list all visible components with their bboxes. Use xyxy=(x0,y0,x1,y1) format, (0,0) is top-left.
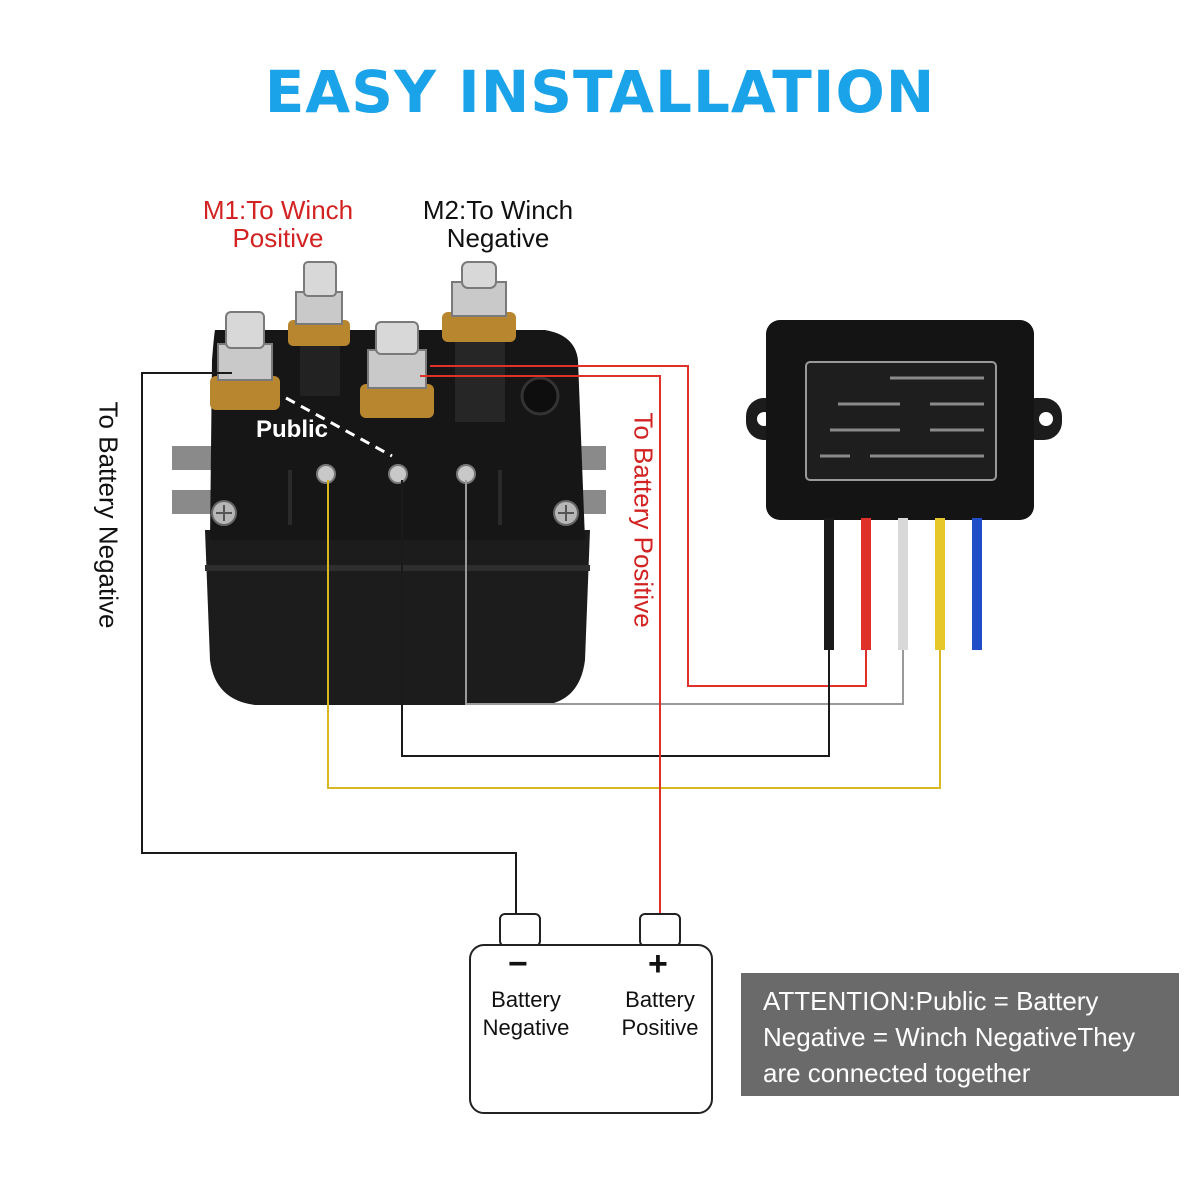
receiver-label-plate xyxy=(805,361,997,481)
terminal-public-icon xyxy=(210,311,280,410)
m2-label-line1: M2:To Winch xyxy=(422,195,574,225)
attention-line2: Negative = Winch NegativeThey xyxy=(763,1022,1136,1052)
cap-ridges xyxy=(288,470,502,525)
housing-rim xyxy=(205,565,590,571)
wire-red-receiver-to-solenoid xyxy=(430,365,867,687)
battery-minus-sign: − xyxy=(508,945,528,983)
m1-label: M1:To Winch Positive xyxy=(178,196,378,252)
coil-terminal-2-icon xyxy=(388,464,408,484)
receiver-label-lines xyxy=(820,376,984,458)
to-battery-negative-label: To Battery Negative xyxy=(93,401,124,629)
receiver-leads xyxy=(824,518,982,650)
attention-line3: are connected together xyxy=(763,1058,1031,1088)
wire-yellow-receiver-to-terminal xyxy=(327,480,941,789)
battery-terminal-positive xyxy=(639,913,681,947)
attention-note: ATTENTION:Public = Battery Negative = Wi… xyxy=(741,973,1179,1096)
plug-cap xyxy=(520,376,560,416)
page-title: EASY INSTALLATION xyxy=(264,58,936,126)
wire-to-battery-negative xyxy=(141,372,517,916)
battery-positive-line2: Positive xyxy=(621,1015,699,1040)
battery xyxy=(469,913,713,1114)
m2-label-line2: Negative xyxy=(446,223,550,253)
wireless-receiver xyxy=(746,320,1062,520)
bracket-left-bottom xyxy=(172,490,212,514)
m1-label-line1: M1:To Winch xyxy=(202,195,354,225)
public-dashed-link xyxy=(285,396,393,458)
terminal-m2-icon xyxy=(442,261,516,422)
battery-positive-line1: Battery xyxy=(625,987,695,1012)
winch-solenoid xyxy=(172,261,606,705)
wire-black-receiver-to-terminal xyxy=(401,480,830,757)
public-label: Public xyxy=(256,416,329,443)
battery-terminal-negative xyxy=(499,913,541,947)
terminal-m1-icon xyxy=(288,261,350,396)
wire-white-receiver-to-terminal xyxy=(465,480,904,705)
battery-negative-line1: Battery xyxy=(491,987,561,1012)
battery-body xyxy=(469,944,713,1114)
solenoid-housing xyxy=(205,530,590,705)
m2-label: M2:To Winch Negative xyxy=(398,196,598,252)
battery-positive-label: Battery Positive xyxy=(602,986,718,1042)
battery-plus-sign: + xyxy=(648,945,668,983)
wiring xyxy=(141,365,941,916)
coil-terminal-1-icon xyxy=(316,464,336,484)
bracket-left-top xyxy=(172,446,212,470)
m1-label-line2: Positive xyxy=(232,223,324,253)
battery-negative-line2: Negative xyxy=(482,1015,570,1040)
wire-to-battery-positive xyxy=(420,375,661,916)
terminal-center-icon xyxy=(360,321,434,418)
battery-negative-label: Battery Negative xyxy=(466,986,586,1042)
to-battery-positive-label: To Battery Positive xyxy=(628,412,659,628)
attention-line1: ATTENTION:Public = Battery xyxy=(763,986,1099,1016)
